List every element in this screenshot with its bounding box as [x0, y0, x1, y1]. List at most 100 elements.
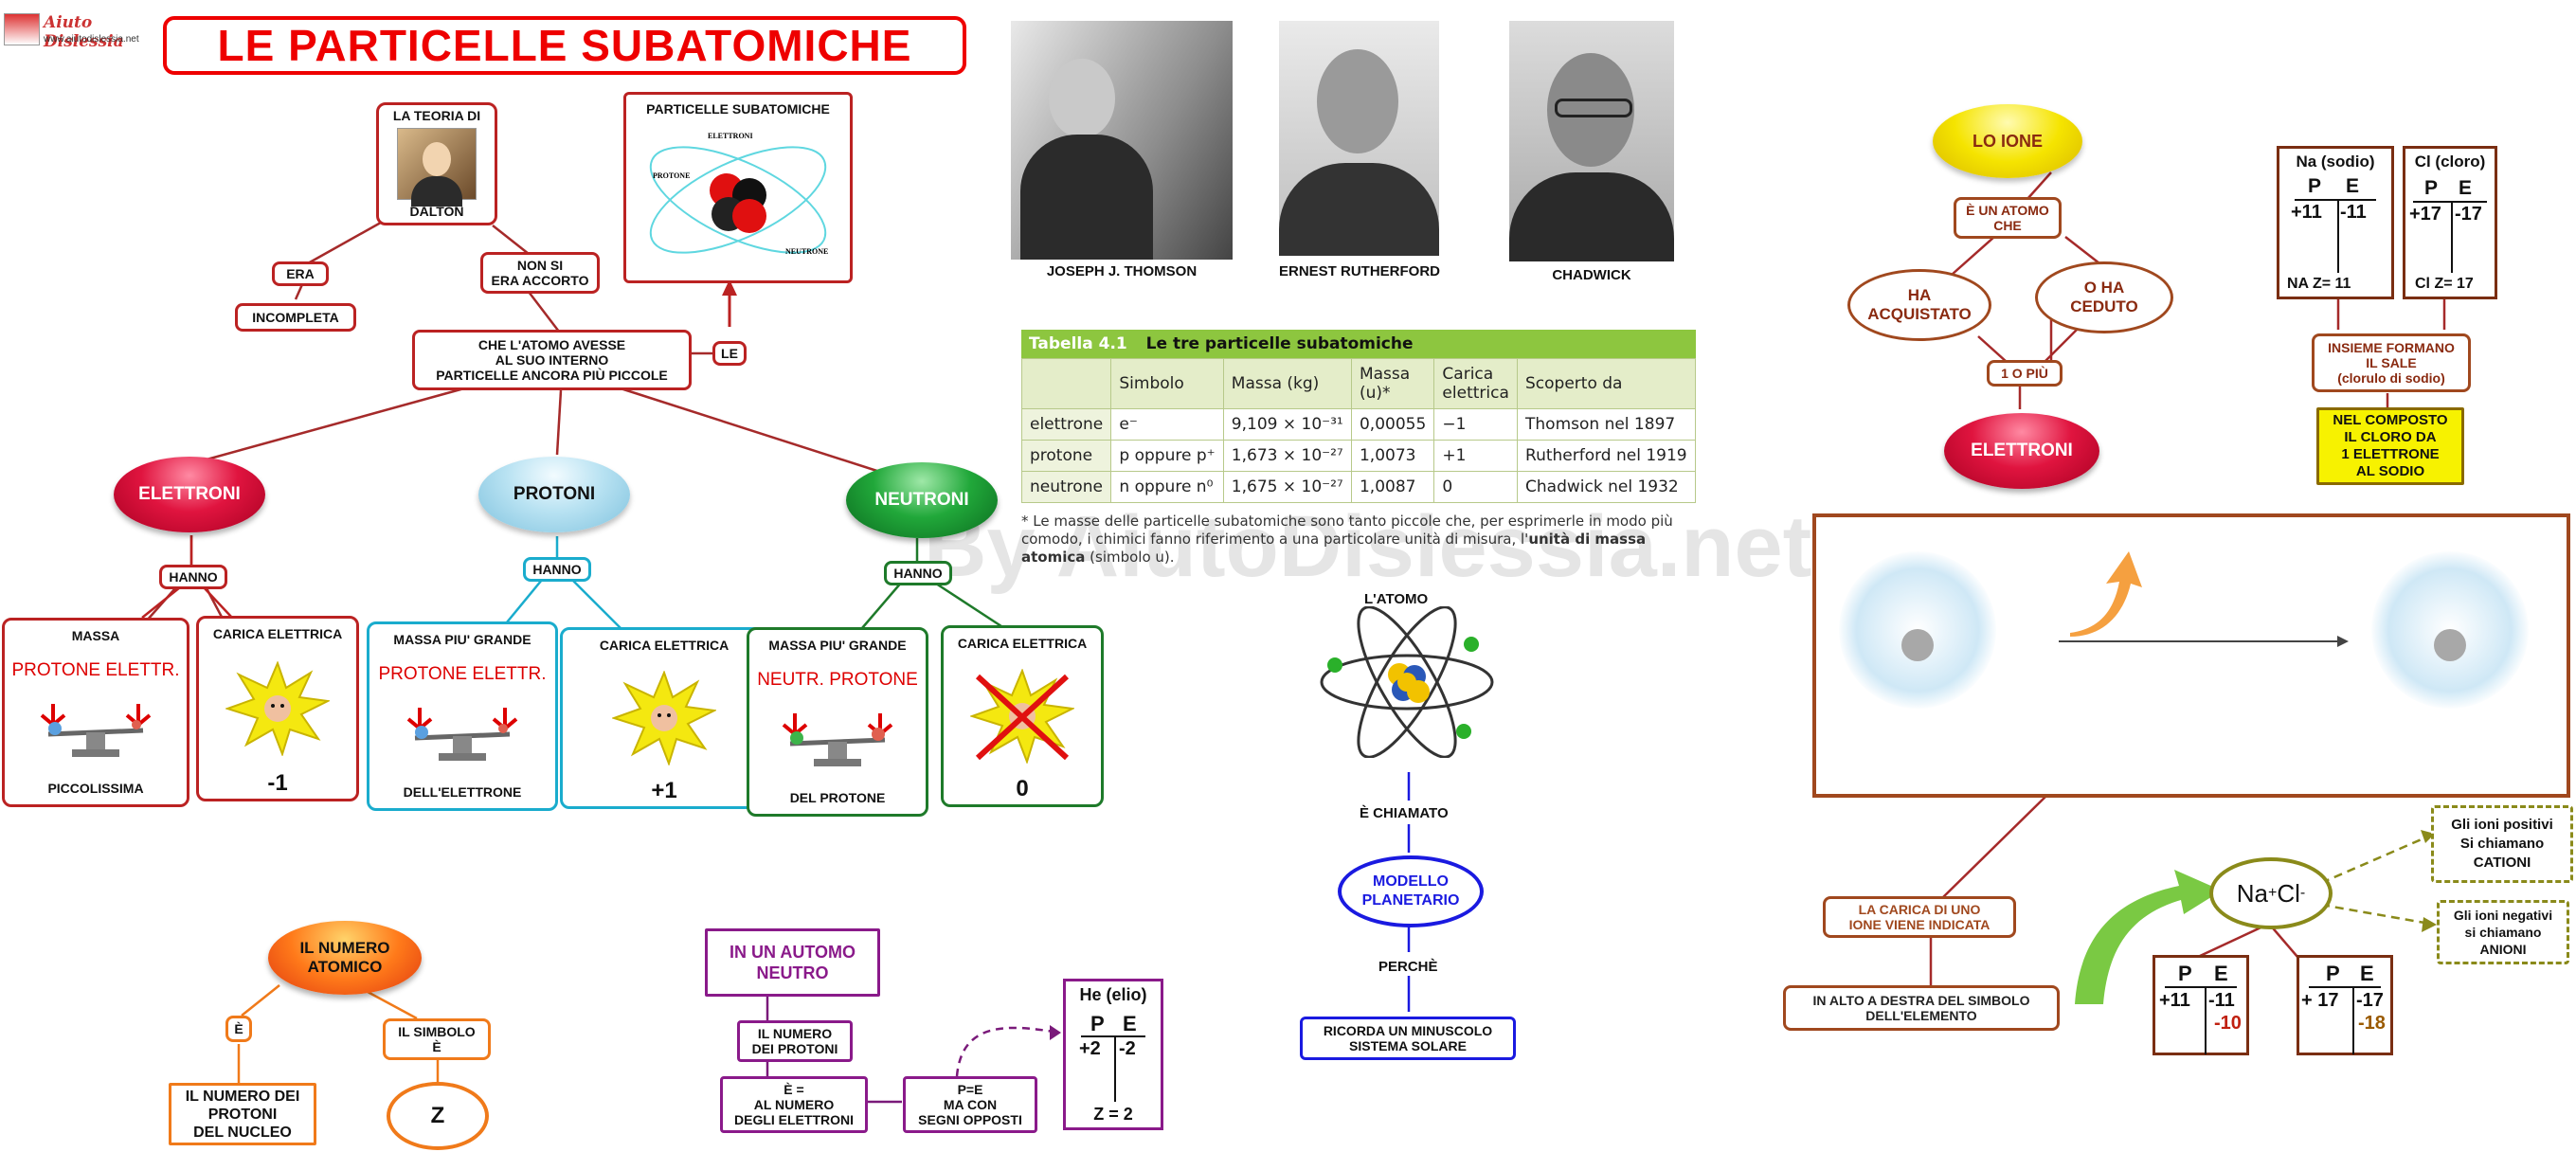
- sodio-z: NA Z= 11: [2287, 276, 2351, 292]
- table-label: Tabella 4.1: [1029, 334, 1127, 353]
- incompleta-label: INCOMPLETA: [235, 303, 356, 332]
- scale-icon: [782, 713, 893, 766]
- thomson-caption: JOSEPH J. THOMSON: [1046, 263, 1198, 279]
- no-charge-icon: [970, 669, 1074, 764]
- table-cell: 1,673 × 10⁻²⁷: [1222, 440, 1352, 472]
- na-ion-extra: -10: [2214, 1013, 2242, 1034]
- sodio-p-value: +11: [2291, 202, 2322, 223]
- ionization-arrow-head: [2337, 636, 2349, 647]
- table-header-cell: Simbolo: [1110, 358, 1224, 409]
- protoni-massa-box: MASSA PIU' GRANDE PROTONE ELETTR. DELL'E…: [367, 621, 558, 811]
- cl-ion-table: P E + 17 -17 -18: [2297, 955, 2393, 1055]
- elettroni-carica-box: CARICA ELETTRICA -1: [196, 616, 359, 801]
- table-caption: Le tre particelle subatomiche: [1145, 334, 1414, 353]
- sodium-charge-circle: [1901, 629, 1934, 661]
- table-cell: 9,109 × 10⁻³¹: [1222, 408, 1352, 441]
- elettroni-ione-oval: ELETTRONI: [1944, 413, 2099, 489]
- table-cell: −1: [1433, 408, 1519, 441]
- cl-ion-p-value: + 17: [2301, 990, 2339, 1011]
- particelle-box-title: PARTICELLE SUBATOMICHE: [646, 101, 830, 117]
- na-ion-e: E: [2214, 962, 2228, 985]
- neutroni-massa-box: MASSA PIU' GRANDE NEUTR. PROTONE DEL PRO…: [747, 627, 928, 817]
- table-note: * Le masse delle particelle subatomiche …: [1021, 513, 1673, 566]
- logo-name: Aiuto Dislessia: [44, 13, 124, 51]
- hanno-neutroni: HANNO: [884, 561, 952, 585]
- neutro-uguale: È = AL NUMERO DEGLI ELETTRONI: [720, 1076, 868, 1133]
- cationi-label: Gli ioni positivi Si chiamano CATIONI: [2431, 805, 2573, 883]
- atomo-interno-label: CHE L'ATOMO AVESSE AL SUO INTERNO PARTIC…: [412, 330, 692, 390]
- protoni-oval: PROTONI: [478, 457, 630, 532]
- dalton-node: LA TEORIA DI DALTON: [376, 102, 497, 225]
- scale-icon: [40, 704, 152, 757]
- table-cell: 0,00055: [1350, 408, 1435, 441]
- cl-ion-p: P: [2326, 962, 2340, 985]
- neutro-title: IN UN AUTOMO NEUTRO: [705, 928, 880, 997]
- cl-ion-extra: -18: [2358, 1013, 2386, 1034]
- na-ion-p-value: +11: [2159, 990, 2190, 1011]
- table-cell: Rutherford nel 1919: [1517, 440, 1696, 472]
- carica-indicata-label: LA CARICA DI UNO IONE VIENE INDICATA: [1823, 896, 2016, 938]
- watermark: By AiutoDislessia.net: [924, 498, 1812, 595]
- charge-spark-icon: [612, 671, 716, 765]
- na-ion-e-value: -11: [2208, 990, 2235, 1011]
- sodium-ion-charge-circle: [2434, 629, 2466, 661]
- le-label: LE: [712, 341, 747, 366]
- dalton-name: DALTON: [409, 204, 464, 219]
- electron-loss-arrow-icon: [2070, 551, 2142, 637]
- table-cell: neutrone: [1020, 471, 1112, 503]
- hanno-protoni: HANNO: [523, 557, 591, 582]
- modello-planetario-oval: MODELLO PLANETARIO: [1338, 855, 1484, 927]
- table-header-cell: [1020, 358, 1112, 409]
- table-cell: elettrone: [1020, 408, 1112, 441]
- massa-title: MASSA PIU' GRANDE: [768, 638, 907, 653]
- elio-p: P: [1090, 1012, 1105, 1035]
- na-ion-p: P: [2178, 962, 2192, 985]
- insieme-label: INSIEME FORMANO IL SALE (clorulo di sodi…: [2312, 333, 2471, 392]
- carica-title: CARICA ELETTRICA: [599, 638, 730, 653]
- elio-z: Z = 2: [1093, 1105, 1133, 1124]
- ionization-arrow: [2059, 640, 2341, 642]
- logo-icon: [4, 13, 40, 45]
- cloro-z: Cl Z= 17: [2415, 276, 2474, 292]
- non-accorto-label: NON SI ERA ACCORTO: [480, 252, 600, 294]
- neutro-pe: P=E MA CON SEGNI OPPOSTI: [903, 1076, 1037, 1133]
- ionization-panel: [1812, 513, 2570, 798]
- table-header-cell: Massa (u)*: [1350, 358, 1435, 409]
- ione-oval: LO IONE: [1933, 104, 2082, 178]
- scale-icon: [406, 708, 518, 761]
- sodio-table: Na (sodio) P E +11 -11 NA Z= 11: [2277, 146, 2394, 299]
- chiamato-label: È CHIAMATO: [1360, 805, 1449, 821]
- thomson-photo: [1011, 21, 1233, 260]
- massa-title: MASSA: [71, 628, 120, 643]
- compare-label: NEUTR. PROTONE: [757, 670, 918, 690]
- neutro-protoni: IL NUMERO DEI PROTONI: [737, 1020, 853, 1062]
- compare-label: PROTONE ELETTR.: [11, 660, 180, 680]
- elettroni-massa-box: MASSA PROTONE ELETTR. PICCOLISSIMA: [2, 618, 189, 807]
- elio-e-value: -2: [1119, 1038, 1136, 1059]
- label-neutrone: NEUTRONE: [785, 247, 828, 256]
- chadwick-caption: CHADWICK: [1552, 267, 1631, 283]
- label-protone: PROTONE: [653, 171, 690, 180]
- definizione-numero-atomico: IL NUMERO DEI PROTONI DEL NUCLEO: [169, 1083, 316, 1145]
- logo-url: www.aiutodislessia.net: [44, 34, 139, 45]
- massa-value: DELL'ELETTRONE: [403, 784, 522, 800]
- cloro-title: Cl (cloro): [2414, 153, 2486, 171]
- dalton-portrait: [397, 128, 477, 207]
- carica-value: -1: [267, 770, 288, 796]
- table-cell: Thomson nel 1897: [1517, 408, 1696, 441]
- uno-piu-label: 1 O PIÙ: [1987, 360, 2063, 387]
- compare-label: PROTONE ELETTR.: [378, 664, 547, 684]
- table-cell: e⁻: [1110, 408, 1224, 441]
- hanno-elettroni: HANNO: [159, 565, 227, 589]
- dalton-title: LA TEORIA DI: [392, 108, 481, 123]
- page-title: LE PARTICELLE SUBATOMICHE: [163, 16, 966, 75]
- elio-title: He (elio): [1079, 985, 1147, 1004]
- table-cell: n oppure n⁰: [1110, 471, 1224, 503]
- page-title-text: LE PARTICELLE SUBATOMICHE: [217, 21, 912, 70]
- rutherford-photo: [1279, 21, 1439, 256]
- table-cell: 1,675 × 10⁻²⁷: [1222, 471, 1352, 503]
- era-label: ERA: [272, 261, 329, 286]
